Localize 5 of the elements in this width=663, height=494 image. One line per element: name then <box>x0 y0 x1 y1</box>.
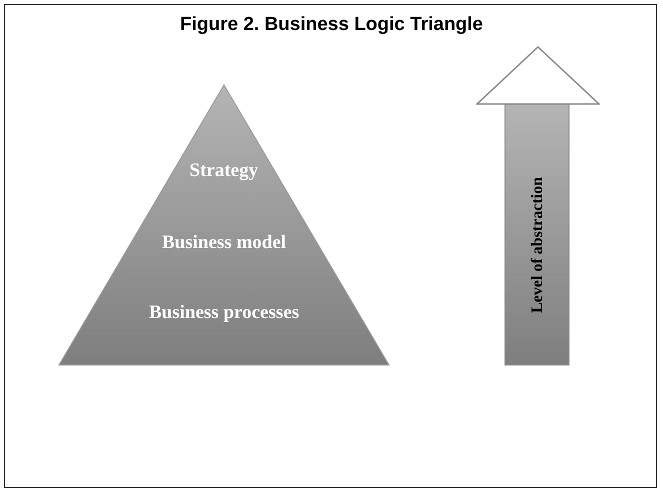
layer-label: Strategy <box>190 160 258 182</box>
layer-label: Business model <box>162 232 286 254</box>
layer-label: Business processes <box>149 302 300 324</box>
figure-title: Figure 2. Business Logic Triangle <box>178 14 484 36</box>
axis-label: Level of abstraction <box>529 177 547 313</box>
